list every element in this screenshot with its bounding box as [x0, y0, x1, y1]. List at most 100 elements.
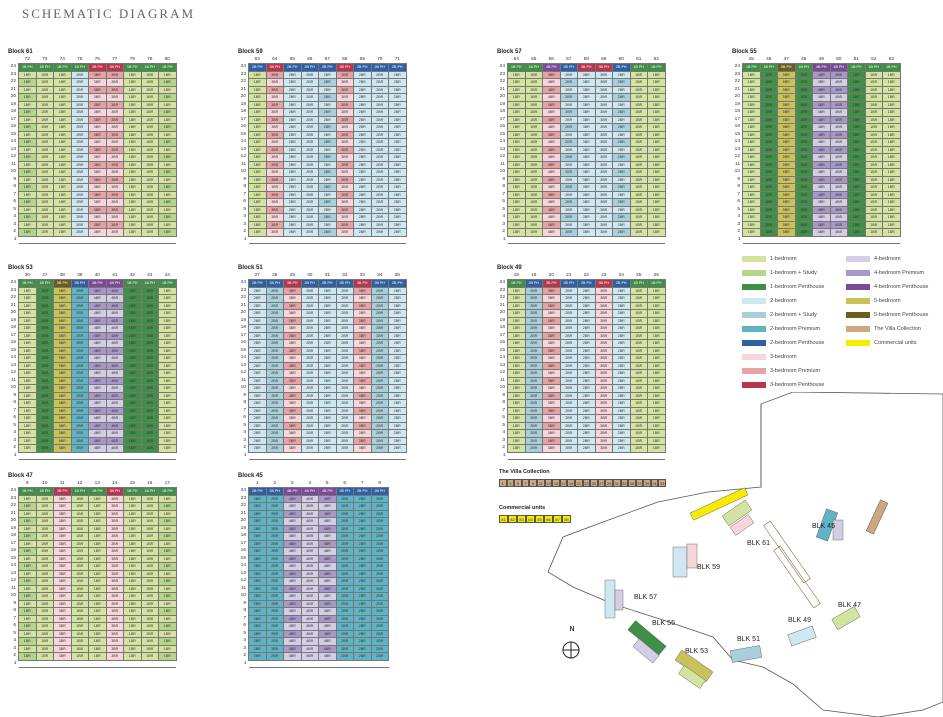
unit-cell: 1BR — [158, 220, 177, 229]
unit-cell: 2BR — [370, 183, 389, 192]
unit-cell: 2BR — [353, 622, 372, 631]
floor-number: 24 — [734, 64, 740, 70]
site-label-blk-57: BLK 57 — [634, 594, 657, 601]
unit-cell — [542, 452, 560, 460]
unit-cell: 5BR — [53, 421, 72, 430]
unit-cell: 2BR — [559, 286, 578, 295]
unit-cell: 3BR — [53, 652, 72, 661]
floor-number: 3 — [13, 645, 16, 651]
unit-cell: 2BR — [335, 629, 354, 638]
floor-number: 16 — [10, 548, 16, 554]
unit-cell: 1BR — [158, 369, 177, 378]
unit-cell: 1BR — [140, 622, 159, 631]
unit-cell: 1BR — [158, 153, 177, 162]
unit-cell: 1BR — [524, 205, 543, 214]
floor-number: 14 — [10, 139, 16, 145]
unit-cell: 2BR — [300, 376, 319, 385]
unit-cell: 3BR — [265, 160, 284, 169]
unit-cell: 3BR — [335, 213, 354, 222]
unit-cell: 1B PH — [629, 279, 648, 288]
unit-cell: 3BR — [265, 168, 284, 177]
villa-unit: 9 — [529, 479, 537, 487]
unit-cell — [371, 452, 389, 460]
unit-cell: 1BR — [88, 599, 107, 608]
unit-cell — [36, 236, 54, 244]
unit-cell: 4BR — [300, 614, 319, 623]
unit-cell: 1BR — [18, 584, 37, 593]
unit-cell: 1BR — [123, 123, 142, 132]
unit-cell: 1BR — [140, 554, 159, 563]
unit-cell: 4BR — [318, 577, 337, 586]
unit-cell: 1BR — [158, 108, 177, 117]
unit-cell: 1BR — [18, 108, 37, 117]
unit-cell: 4BR — [88, 384, 107, 393]
unit-cell: 2BR — [283, 168, 302, 177]
unit-cell: 3BR — [353, 294, 372, 303]
unit-cell — [353, 660, 371, 668]
unit-cell: 2BR — [70, 324, 89, 333]
unit-cell: 1BR — [158, 502, 177, 511]
unit-cell: 2BR — [335, 614, 354, 623]
unit-cell: 2BR — [559, 100, 578, 109]
unit-cell: 1BR — [629, 115, 648, 124]
unit-cell: 2BR — [318, 384, 337, 393]
block-title: Block 51 — [238, 265, 263, 271]
floor-number: 13 — [499, 362, 505, 368]
legend-item: 4-bedroom — [846, 256, 901, 263]
unit-cell: 2BR — [318, 213, 337, 222]
commercial-units-title: Commercial units — [499, 505, 546, 511]
villa-unit: 5 — [514, 479, 522, 487]
floor-number: 19 — [10, 317, 16, 323]
unit-cell: 1BR — [629, 384, 648, 393]
unit-cell: 3BR — [53, 554, 72, 563]
unit-cell: 1BR — [123, 509, 142, 518]
unit-cell: 2BR — [577, 354, 596, 363]
unit-cell: 2BR — [300, 183, 319, 192]
unit-cell: 5BR — [777, 115, 796, 124]
unit-cell: 1BR — [35, 168, 54, 177]
legend-item: 3-bedroom Premium — [742, 368, 820, 375]
unit-cell: 3BR — [353, 309, 372, 318]
unit-cell: 1BR — [140, 324, 159, 333]
unit-cell: 1BR — [123, 331, 142, 340]
floor-number: 21 — [10, 302, 16, 308]
unit-cell: 1B PH — [70, 63, 89, 72]
unit-cell: 2BR — [353, 539, 372, 548]
floor-number: 8 — [13, 608, 16, 614]
unit-cell: 1BR — [35, 429, 54, 438]
unit-cell: 1BR — [794, 123, 813, 132]
unit-cell: 3BR — [105, 502, 124, 511]
unit-cell: 1BR — [742, 100, 761, 109]
unit-cell: 1BR — [647, 369, 666, 378]
legend-item: 1-bedroom + Study — [742, 270, 817, 277]
unit-cell: 3BR — [335, 85, 354, 94]
unit-cell: 1BR — [158, 198, 177, 207]
unit-cell: 1BR — [70, 524, 89, 533]
unit-cell: 2BR — [265, 331, 284, 340]
unit-cell: 2BR — [353, 160, 372, 169]
unit-cell: 2BR — [577, 294, 596, 303]
unit-cell: 3BR — [594, 331, 613, 340]
unit-cell: 2BR — [353, 547, 372, 556]
unit-cell: 1BR — [742, 145, 761, 154]
unit-cell: 3BR — [53, 524, 72, 533]
unit-cell: 5BR — [777, 78, 796, 87]
unit-cell: 2BR — [318, 361, 337, 370]
floor-number: 21 — [240, 510, 246, 516]
unit-cell: 4BR — [88, 391, 107, 400]
unit-cell: 3BR — [577, 168, 596, 177]
unit-cell: 2BR — [370, 414, 389, 423]
unit-cell: 1BR — [70, 554, 89, 563]
floor-number: 20 — [240, 310, 246, 316]
